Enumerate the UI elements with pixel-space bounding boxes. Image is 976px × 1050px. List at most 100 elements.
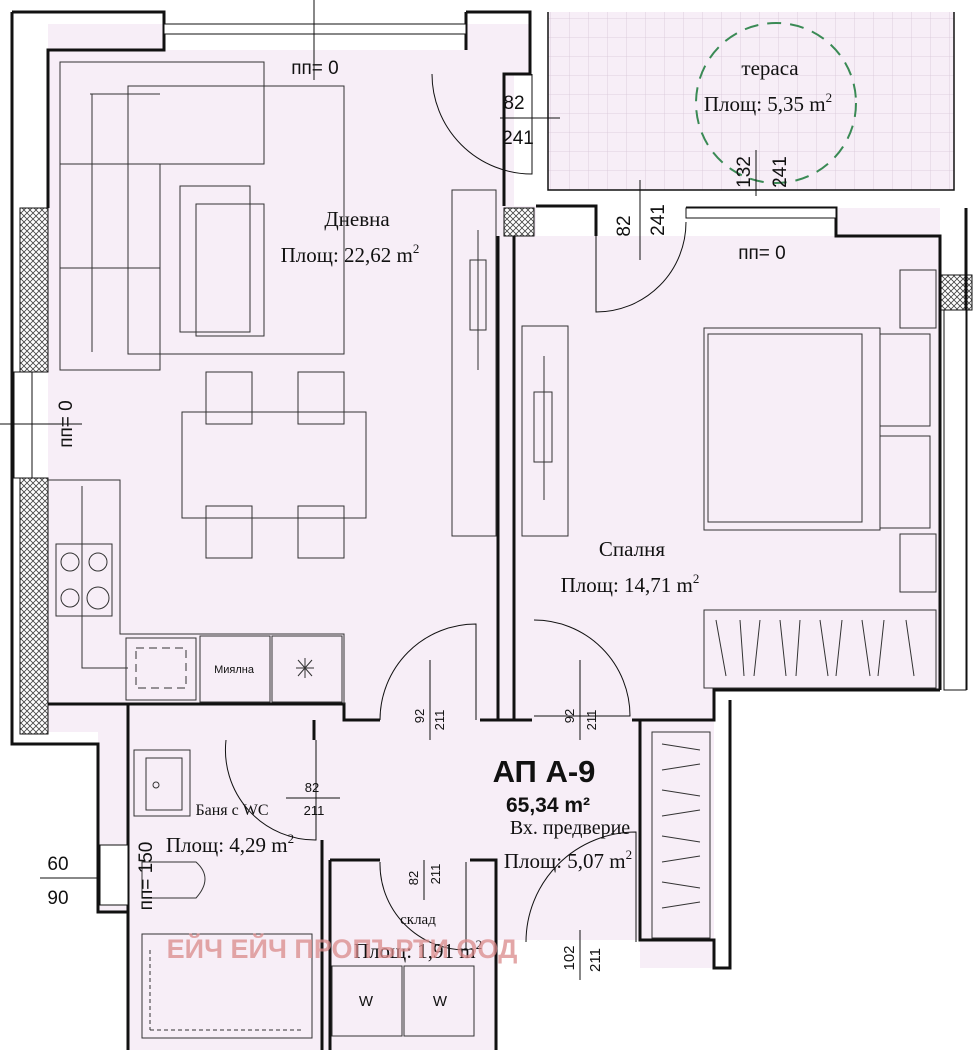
burner-2 bbox=[88, 552, 108, 572]
hall-right-walls bbox=[638, 700, 732, 970]
left-lower-outer bbox=[12, 742, 128, 914]
hall-wardrobe-hangers bbox=[661, 743, 701, 909]
apartment-area: 65,34 m² bbox=[506, 794, 590, 817]
dishwasher bbox=[199, 635, 271, 703]
terrace-area: Площ: 5,35 m2 bbox=[704, 90, 832, 116]
nightstand-1 bbox=[899, 269, 937, 329]
wall-living-bottom bbox=[48, 688, 940, 722]
hatch-wall-left-lower bbox=[19, 477, 49, 735]
shower-tray bbox=[141, 933, 313, 1039]
door-bath-swing bbox=[224, 739, 317, 841]
wardrobe-w1: W bbox=[359, 993, 374, 1010]
wardrobe-hangers bbox=[715, 619, 915, 677]
dim-liv-h: 211 bbox=[432, 710, 447, 731]
pillow-1 bbox=[879, 333, 931, 427]
dining-table bbox=[181, 411, 367, 519]
sink-label: Миялна bbox=[214, 664, 255, 676]
dim-terrace-h: 241 bbox=[502, 128, 534, 149]
basin-drain bbox=[152, 781, 160, 789]
chair-2 bbox=[297, 371, 345, 425]
wardrobe-w2: W bbox=[433, 993, 448, 1010]
dim-bathwin-h: 90 bbox=[47, 888, 68, 909]
coffee-table-outer bbox=[179, 185, 251, 333]
storage-area: Площ: 1,91 m2 bbox=[354, 937, 482, 963]
bath-name: Баня с WC bbox=[195, 802, 268, 819]
bedroom-area: Площ: 14,71 m2 bbox=[561, 571, 700, 597]
wardrobe-bedroom bbox=[703, 609, 937, 689]
bedroom-furniture bbox=[521, 269, 937, 939]
window-terrace-door bbox=[685, 207, 837, 219]
dresser-tv bbox=[533, 356, 553, 500]
fridge-star bbox=[296, 658, 314, 678]
dim-lines bbox=[0, 0, 757, 980]
terrace-floor bbox=[548, 12, 954, 190]
window-left bbox=[13, 371, 33, 479]
door-swings bbox=[224, 73, 687, 951]
dim-store-h: 211 bbox=[428, 864, 443, 885]
apartment-code: АП А-9 bbox=[493, 754, 596, 789]
kitchen bbox=[48, 479, 345, 704]
toilet bbox=[141, 861, 206, 899]
shower-door bbox=[149, 950, 304, 1031]
fridge bbox=[271, 635, 343, 703]
chair-4 bbox=[297, 505, 345, 559]
sofa bbox=[59, 61, 265, 371]
door-entry-swing bbox=[525, 831, 637, 943]
hall-wardrobe bbox=[651, 731, 711, 939]
living-furniture bbox=[59, 61, 497, 559]
washbasin bbox=[133, 749, 191, 817]
rug bbox=[127, 85, 345, 355]
dim-bath-h: 211 bbox=[304, 803, 325, 818]
window-right bbox=[943, 309, 967, 691]
bedroom-dresser bbox=[521, 325, 569, 537]
hall-area: Площ: 5,07 m2 bbox=[504, 847, 632, 873]
dim-bathwin-w: 60 bbox=[47, 854, 68, 875]
dim-entry-w: 102 bbox=[561, 945, 578, 970]
burner-1 bbox=[60, 552, 80, 572]
storage-wardrobe-2 bbox=[403, 965, 475, 1037]
window-bath bbox=[99, 844, 129, 906]
dim-bed-h: 241 bbox=[648, 204, 669, 236]
dim-terrace-w: 82 bbox=[503, 93, 524, 114]
bedroom-name: Спалня bbox=[599, 537, 665, 561]
door-terrace-swing bbox=[431, 73, 533, 175]
level-left-window: пп= 0 bbox=[56, 400, 77, 448]
dim-bed2-h: 211 bbox=[584, 710, 599, 731]
burner-3 bbox=[60, 588, 80, 608]
terrace-name: тераса bbox=[741, 56, 799, 80]
dim-bed-w: 82 bbox=[614, 215, 635, 236]
dim-store-w: 82 bbox=[406, 871, 421, 885]
cooktop bbox=[55, 543, 113, 617]
burner-4 bbox=[86, 586, 110, 610]
terrace-wall bbox=[547, 12, 955, 191]
dim-bed2-w: 92 bbox=[562, 709, 577, 723]
labels: Дневна Площ: 22,62 m2 тераса Площ: 5,35 … bbox=[47, 56, 832, 1010]
dim-liv-w: 92 bbox=[412, 709, 427, 723]
tv-unit bbox=[451, 189, 497, 537]
hall-name: Вх. предверие bbox=[510, 817, 630, 839]
storage-walls bbox=[328, 858, 498, 1050]
nightstand-2 bbox=[899, 533, 937, 593]
kitchen-sink-unit bbox=[125, 637, 197, 701]
chair-3 bbox=[205, 505, 253, 559]
chair-1 bbox=[205, 371, 253, 425]
pillow-2 bbox=[879, 435, 931, 529]
tv bbox=[469, 230, 487, 370]
coffee-table-inner bbox=[195, 203, 265, 337]
door-bed-swing bbox=[533, 619, 631, 717]
storage-name: склад bbox=[400, 912, 436, 928]
dim-terrace-right-h: 241 bbox=[770, 156, 791, 188]
partition-living-bed bbox=[496, 236, 516, 720]
dim-terrace-right-w: 132 bbox=[734, 156, 755, 188]
washbasin-bowl bbox=[145, 757, 183, 811]
level-top: пп= 0 bbox=[291, 58, 339, 79]
hatched-walls bbox=[19, 207, 973, 735]
door-store-swing bbox=[379, 861, 467, 951]
bed-cover bbox=[707, 333, 863, 523]
living-name: Дневна bbox=[324, 207, 390, 231]
kitchen-dashed bbox=[81, 490, 126, 669]
hatch-wall-mid bbox=[503, 207, 535, 237]
dim-bath-w: 82 bbox=[305, 780, 319, 795]
storage-wardrobe-1 bbox=[331, 965, 403, 1037]
